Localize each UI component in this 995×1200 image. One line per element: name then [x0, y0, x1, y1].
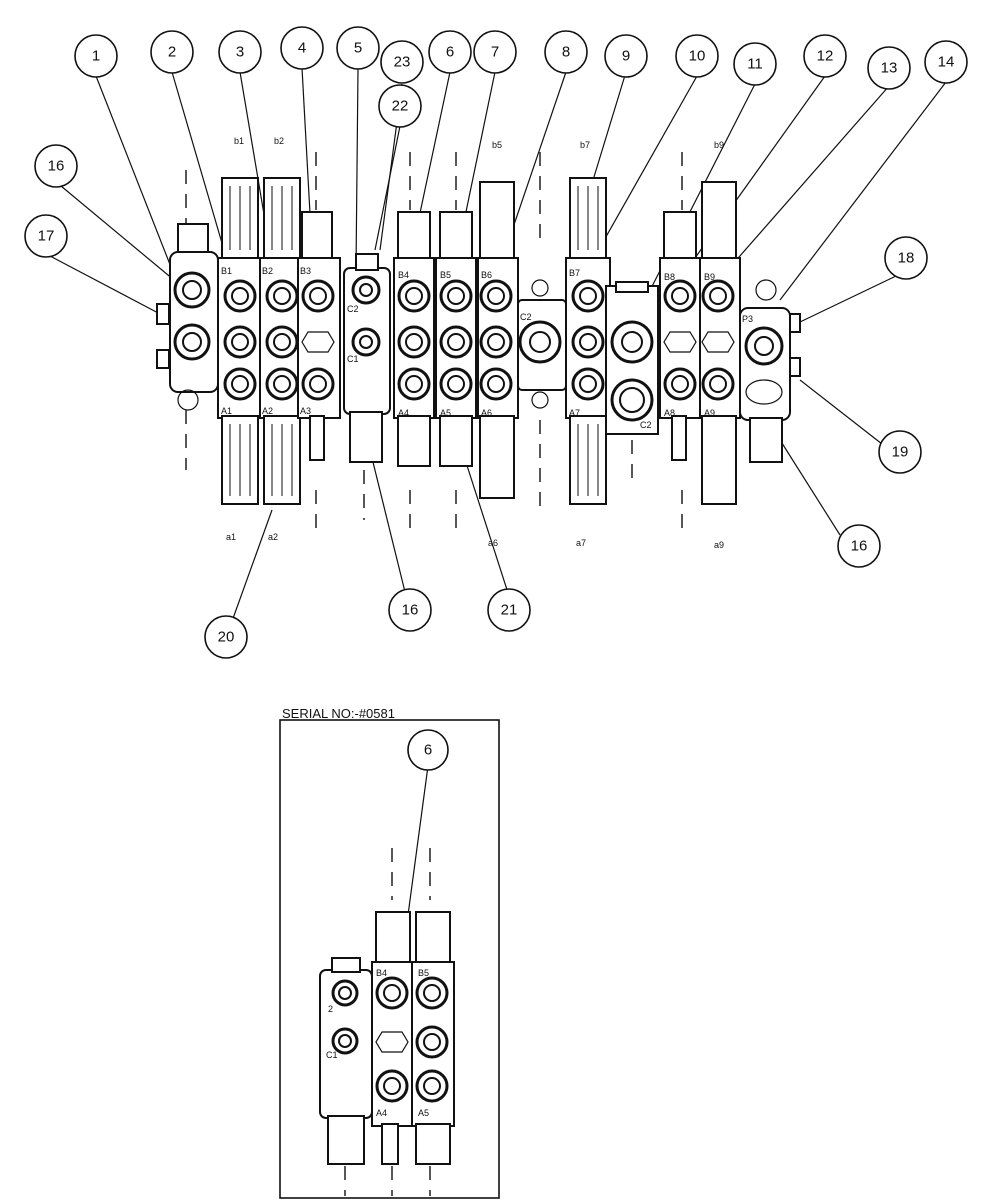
callout-7: 7 [473, 30, 517, 74]
label-b6: B6 [481, 270, 492, 280]
callout-10: 10 [675, 34, 719, 78]
callout-22: 22 [378, 84, 422, 128]
label-a2: A2 [262, 406, 273, 416]
label-c1-relief: C1 [347, 354, 359, 364]
inset-label-c1: C1 [326, 1050, 338, 1060]
svg-text:16: 16 [402, 602, 419, 619]
svg-text:4: 4 [298, 40, 306, 57]
svg-text:23: 23 [394, 54, 411, 71]
svg-text:20: 20 [218, 629, 235, 646]
label-pilot-b5: b5 [492, 140, 502, 150]
svg-text:2: 2 [168, 44, 176, 61]
inset-label-b5: B5 [418, 968, 429, 978]
callout-20: 20 [204, 615, 248, 659]
label-b7: B7 [569, 268, 580, 278]
callout-17: 17 [24, 214, 68, 258]
svg-text:3: 3 [236, 44, 244, 61]
label-p3: P3 [742, 314, 753, 324]
callout-16-right: 16 [837, 524, 881, 568]
callout-8: 8 [544, 30, 588, 74]
inlet-cover-left [156, 223, 219, 411]
callout-5: 5 [336, 26, 380, 70]
callout-23: 23 [380, 40, 424, 84]
label-pilot-a2: a2 [268, 532, 278, 542]
section-labels: B1 B2 B3 B4 B5 B6 B7 B8 B9 A1 A2 A3 A4 A… [221, 136, 753, 550]
label-pilot-a9: a9 [714, 540, 724, 550]
label-c2-regen: C2 [640, 420, 652, 430]
outlet-cover-right [739, 279, 801, 463]
label-a6: A6 [481, 408, 492, 418]
label-c2-inlet: C2 [520, 312, 532, 322]
callouts: 1 2 3 4 5 23 22 6 7 8 9 10 11 12 13 14 1… [24, 26, 968, 659]
svg-text:14: 14 [938, 54, 955, 71]
label-b9: B9 [704, 272, 715, 282]
inset-label-b4: B4 [376, 968, 387, 978]
serial-label: SERIAL NO:-#0581 [282, 706, 395, 721]
callout-6-inset: 6 [407, 729, 449, 771]
svg-text:1: 1 [92, 48, 100, 65]
callout-19: 19 [878, 430, 922, 474]
svg-text:6: 6 [446, 44, 454, 61]
serial-inset: SERIAL NO:-#0581 6 2 C1 B4 A4 B5 A5 [279, 706, 500, 1199]
callout-3: 3 [218, 30, 262, 74]
svg-text:8: 8 [562, 44, 570, 61]
label-b1: B1 [221, 266, 232, 276]
svg-text:10: 10 [689, 48, 706, 65]
label-a8: A8 [664, 408, 675, 418]
label-pilot-b2: b2 [274, 136, 284, 146]
label-b5: B5 [440, 270, 451, 280]
svg-text:5: 5 [354, 40, 362, 57]
label-pilot-b7: b7 [580, 140, 590, 150]
inset-label-a5: A5 [418, 1108, 429, 1118]
label-b2: B2 [262, 266, 273, 276]
label-pilot-b9: b9 [714, 140, 724, 150]
callout-12: 12 [803, 34, 847, 78]
callout-6: 6 [428, 30, 472, 74]
callout-16-left: 16 [34, 144, 78, 188]
label-pilot-a6: a6 [488, 538, 498, 548]
label-a4: A4 [398, 408, 409, 418]
callout-13: 13 [867, 46, 911, 90]
label-pilot-a1: a1 [226, 532, 236, 542]
callout-16-bottom: 16 [388, 588, 432, 632]
svg-text:19: 19 [892, 444, 909, 461]
svg-text:16: 16 [48, 158, 65, 175]
valve-sections [217, 177, 741, 505]
svg-text:7: 7 [491, 44, 499, 61]
label-a1: A1 [221, 406, 232, 416]
label-a5: A5 [440, 408, 451, 418]
callout-14: 14 [924, 40, 968, 84]
callout-18: 18 [884, 236, 928, 280]
svg-text:17: 17 [38, 228, 55, 245]
callout-21: 21 [487, 588, 531, 632]
callout-4: 4 [280, 26, 324, 70]
label-b8: B8 [664, 272, 675, 282]
inset-label-2: 2 [328, 1004, 333, 1014]
inset-label-a4: A4 [376, 1108, 387, 1118]
label-a7: A7 [569, 408, 580, 418]
label-pilot-b1: b1 [234, 136, 244, 146]
svg-text:13: 13 [881, 60, 898, 77]
callout-9: 9 [604, 34, 648, 78]
label-b4: B4 [398, 270, 409, 280]
svg-text:12: 12 [817, 48, 834, 65]
svg-text:16: 16 [851, 538, 868, 555]
label-c2-relief: C2 [347, 304, 359, 314]
svg-text:9: 9 [622, 48, 630, 65]
svg-text:11: 11 [747, 56, 763, 73]
callout-1: 1 [74, 34, 118, 78]
label-a3: A3 [300, 406, 311, 416]
label-a9: A9 [704, 408, 715, 418]
label-b3: B3 [300, 266, 311, 276]
svg-text:21: 21 [501, 602, 518, 619]
label-pilot-a7: a7 [576, 538, 586, 548]
svg-text:6: 6 [424, 742, 432, 759]
centre-lines [185, 152, 683, 532]
callout-2: 2 [150, 30, 194, 74]
svg-text:18: 18 [898, 250, 915, 267]
callout-11: 11 [733, 42, 777, 86]
inset-frame [279, 719, 500, 1199]
svg-text:22: 22 [392, 98, 409, 115]
